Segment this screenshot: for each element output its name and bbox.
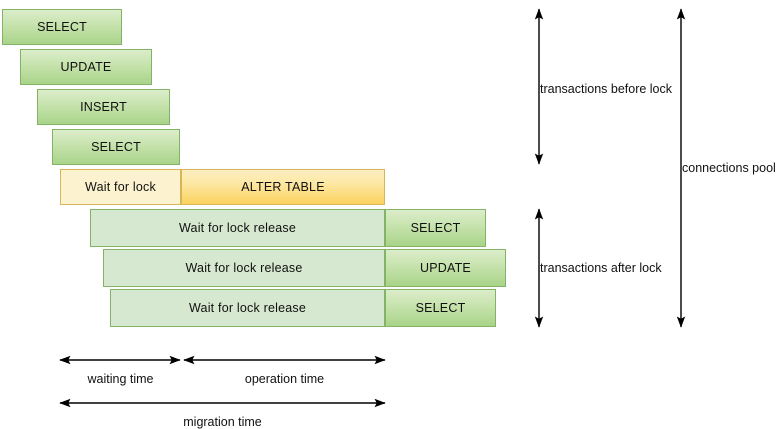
segment-operation: UPDATE: [385, 249, 506, 287]
segment-operation: SELECT: [385, 209, 486, 247]
segment-operation: SELECT: [2, 9, 122, 45]
segment-label: SELECT: [91, 140, 141, 154]
transaction-row: Wait for lock ALTER TABLE: [60, 169, 385, 205]
segment-operation: SELECT: [385, 289, 496, 327]
label-waiting-time: waiting time: [87, 372, 154, 386]
segment-label: Wait for lock: [85, 180, 156, 194]
segment-operation: INSERT: [37, 89, 170, 125]
transaction-row: SELECT: [52, 129, 180, 165]
segment-operation: ALTER TABLE: [181, 169, 385, 205]
segment-label: Wait for lock release: [189, 301, 306, 315]
segment-label: SELECT: [37, 20, 87, 34]
segment-label: UPDATE: [420, 261, 471, 275]
segment-label: Wait for lock release: [179, 221, 296, 235]
segment-label: SELECT: [415, 301, 466, 315]
transaction-row: UPDATE: [20, 49, 152, 85]
segment-label: SELECT: [410, 221, 461, 235]
transaction-row: INSERT: [37, 89, 170, 125]
label-transactions-after-lock: transactions after lock: [540, 261, 662, 275]
transaction-row: Wait for lock release SELECT: [90, 209, 486, 247]
segment-waiting: Wait for lock release: [90, 209, 385, 247]
segment-label: INSERT: [80, 100, 127, 114]
label-migration-time: migration time: [183, 415, 262, 429]
segment-label: ALTER TABLE: [241, 180, 325, 194]
transaction-row: SELECT: [2, 9, 122, 45]
label-transactions-before-lock: transactions before lock: [540, 82, 673, 96]
segment-label: Wait for lock release: [185, 261, 303, 275]
transaction-row: Wait for lock release SELECT: [110, 289, 496, 327]
label-operation-time: operation time: [244, 372, 325, 386]
segment-operation: SELECT: [52, 129, 180, 165]
segment-waiting: Wait for lock release: [110, 289, 385, 327]
label-connections-pool: connections pool: [682, 161, 776, 175]
segment-label: UPDATE: [60, 60, 112, 74]
segment-operation: UPDATE: [20, 49, 152, 85]
transaction-row: Wait for lock release UPDATE: [103, 249, 506, 287]
segment-waiting: Wait for lock release: [103, 249, 385, 287]
segment-waiting: Wait for lock: [60, 169, 181, 205]
